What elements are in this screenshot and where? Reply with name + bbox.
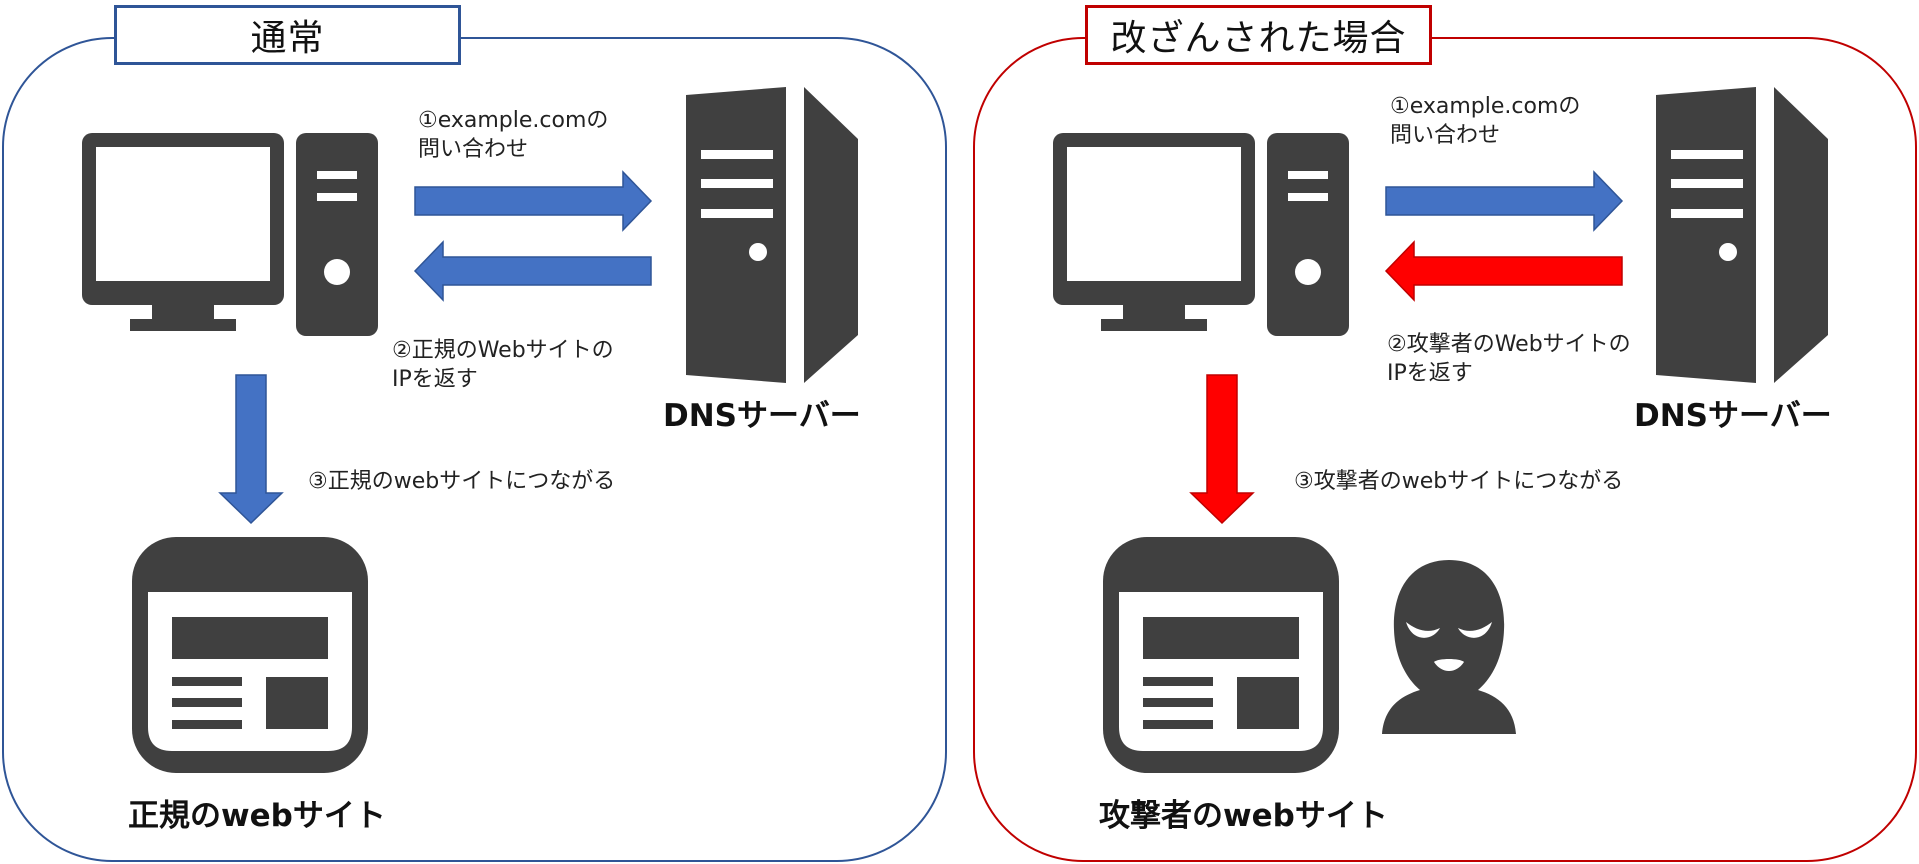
website-icon (132, 537, 368, 773)
desktop-computer-icon (82, 133, 378, 336)
connect-label: ③攻撃者のwebサイトにつながる (1294, 469, 1624, 494)
reply-label: ②正規のWebサイトの IPを返す (392, 338, 614, 392)
website-label: 攻撃者のwebサイト (1099, 798, 1388, 834)
query-arrow-right (414, 170, 653, 232)
dns-server-icon (1656, 87, 1828, 383)
dns-server-label: DNSサーバー (1634, 398, 1832, 434)
query-arrow-right (1385, 170, 1624, 232)
website-icon (1103, 537, 1339, 773)
desktop-computer-icon (1053, 133, 1349, 336)
reply-arrow-left (1384, 240, 1623, 302)
tampered-title: 改ざんされた場合 (1085, 5, 1432, 65)
attacker-icon (1382, 560, 1516, 734)
reply-arrow-left (413, 240, 652, 302)
reply-label: ②攻撃者のWebサイトの IPを返す (1387, 332, 1631, 386)
query-label: ①example.comの 問い合わせ (1390, 94, 1581, 148)
query-label: ①example.comの 問い合わせ (418, 108, 609, 162)
dns-server-label: DNSサーバー (663, 398, 861, 434)
connect-arrow-down (1189, 374, 1255, 525)
normal-title: 通常 (114, 5, 461, 65)
connect-label: ③正規のwebサイトにつながる (308, 469, 616, 494)
connect-arrow-down (218, 374, 284, 525)
website-label: 正規のwebサイト (128, 798, 386, 834)
dns-server-icon (686, 87, 858, 383)
